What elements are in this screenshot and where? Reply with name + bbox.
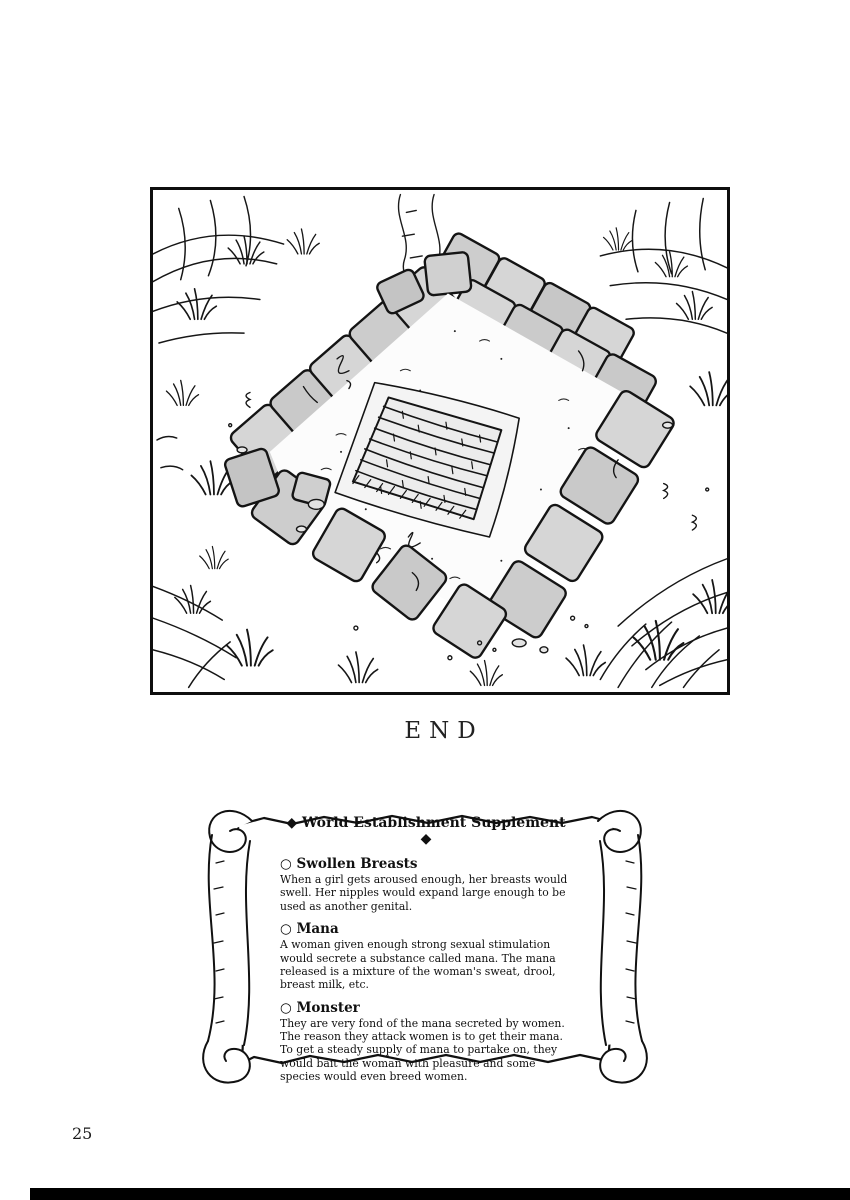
scroll-title: ◆ World Establishment Supplement ◆: [286, 815, 566, 847]
scan-edge-bar: [30, 1188, 850, 1200]
grass-background: [153, 195, 727, 689]
ruins-illustration: [153, 193, 727, 689]
page-number: 25: [72, 1124, 93, 1143]
scroll-section-mana: ○ Mana A woman given enough strong sexua…: [280, 921, 572, 992]
rubble-and-marks: [228, 355, 710, 661]
scroll-section-monster: ○ Monster They are very fond of the mana…: [280, 1000, 572, 1084]
stone-steps: [334, 381, 520, 538]
ruin-front-walls: [223, 389, 675, 659]
scroll-parchment: [202, 809, 648, 1084]
final-panel: [150, 187, 730, 695]
section-body: They are very fond of the mana secreted …: [280, 1016, 565, 1084]
scroll-section-swollen-breasts: ○ Swollen Breasts When a girl gets arous…: [280, 856, 572, 913]
end-label: END: [404, 718, 484, 744]
block-cracks: [302, 350, 619, 592]
section-heading: ○ Monster: [280, 999, 360, 1016]
world-supplement-scroll: ◆ World Establishment Supplement ◆ ○ Swo…: [190, 793, 660, 1093]
section-heading: ○ Mana: [280, 921, 339, 938]
section-body: When a girl gets aroused enough, her bre…: [280, 873, 568, 913]
section-body: A woman given enough strong sexual stimu…: [280, 938, 556, 992]
scroll-text: ◆ World Establishment Supplement ◆ ○ Swo…: [280, 815, 572, 1084]
section-heading: ○ Swollen Breasts: [280, 856, 418, 872]
